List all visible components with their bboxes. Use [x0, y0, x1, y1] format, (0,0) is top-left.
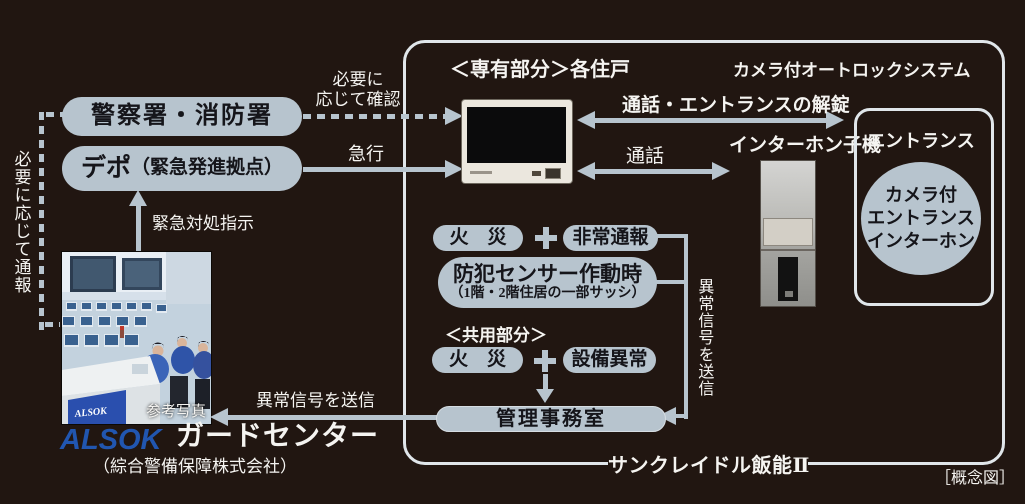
label-abnormal-vertical: 異常信号を送信 — [695, 278, 713, 397]
plus-icon — [535, 227, 557, 249]
pill-fire-private: 火 災 — [433, 225, 523, 251]
device-divider — [761, 249, 815, 251]
label-confirm: 必要に 応じて確認 — [315, 70, 401, 109]
device-nameplate — [764, 219, 812, 245]
intercom-monitor — [462, 100, 572, 183]
project-name: サンクレイドル飯能Ⅱ — [608, 455, 810, 477]
connector-emergency-report — [655, 234, 688, 238]
entrance-label: エントランス — [867, 131, 975, 151]
company-label: （綜合警備保障株式会社） — [93, 457, 297, 476]
pill-depot: デポ（緊急発進拠点） — [62, 146, 302, 191]
label-abnormal-to-alsok: 異常信号を送信 — [256, 391, 375, 410]
monitor-button — [532, 171, 541, 176]
line-rush — [303, 167, 445, 172]
line-abnormal-corner — [674, 414, 688, 418]
arrowhead-rush — [445, 160, 463, 178]
private-section-header: ＜専有部分＞各住戸 — [450, 59, 630, 81]
arrowhead-talk-right — [712, 162, 730, 180]
entrance-box — [854, 108, 994, 306]
entrance-interphone-circle: カメラ付 エントランス インターホン — [861, 162, 981, 275]
label-rush: 急行 — [348, 144, 384, 164]
line-down-to-office — [543, 374, 548, 389]
label-talk: 通話 — [626, 146, 665, 167]
monitor-screen — [467, 107, 566, 163]
photo-desk-logo: ALSOK — [73, 406, 109, 421]
pill-fire-common: 火 災 — [432, 347, 523, 373]
guard-center-photo-art: ALSOK — [62, 252, 215, 424]
guard-center-label: ガードセンター — [176, 421, 380, 452]
pill-management-office: 管理事務室 — [436, 406, 666, 432]
line-talk-unlock — [592, 118, 828, 123]
pill-equipment-error: 設備異常 — [563, 347, 656, 373]
dashed-stub-top — [46, 112, 63, 117]
dashed-line-report — [39, 112, 44, 330]
common-section-header: ＜共用部分＞ — [445, 326, 547, 345]
device-button-strip — [778, 257, 798, 301]
dashed-stub-bottom — [45, 322, 60, 327]
interphone-label: インターホン子機 — [729, 135, 882, 156]
interphone-device — [761, 161, 815, 306]
arrowhead-emergency-instruction — [129, 190, 147, 206]
label-talk-unlock: 通話・エントランスの解錠 — [622, 95, 850, 116]
autolock-header: カメラ付オートロックシステム — [733, 61, 971, 80]
dashed-arrow-confirm — [303, 114, 445, 119]
photo-caption: 参考写真 — [145, 403, 206, 420]
arrowhead-talk-left — [577, 162, 595, 180]
label-emergency-instruction: 緊急対処指示 — [152, 214, 254, 233]
monitor-detail — [470, 171, 492, 174]
line-talk — [592, 169, 714, 174]
arrowhead-down-to-office — [536, 389, 554, 403]
arrowhead-talk-unlock-right — [826, 111, 844, 129]
label-report-when-necessary: 必要に応じて通報 — [11, 150, 31, 294]
arrowhead-confirm — [445, 107, 463, 125]
pill-emergency-report: 非常通報 — [563, 225, 658, 251]
diagram-note: ［概念図］ — [935, 470, 1016, 487]
alsok-logo: ALSOK — [60, 424, 162, 456]
pill-police-fire: 警察署・消防署 — [62, 97, 302, 136]
pill-security-sensor: 防犯センサー作動時 （1階・2階住居の一部サッシ） — [438, 257, 657, 308]
guard-center-photo: ALSOK 参考写真 — [62, 252, 215, 424]
arrowhead-abnormal-to-alsok — [210, 408, 228, 426]
line-abnormal-to-alsok — [226, 415, 438, 420]
monitor-handset — [545, 168, 561, 179]
connector-sensor — [653, 280, 688, 284]
line-emergency-instruction — [136, 205, 141, 257]
arrowhead-talk-unlock-left — [577, 111, 595, 129]
line-abnormal-vertical — [684, 234, 688, 419]
border-gap — [608, 448, 808, 476]
plus-icon — [534, 350, 556, 372]
device-key — [785, 291, 793, 297]
